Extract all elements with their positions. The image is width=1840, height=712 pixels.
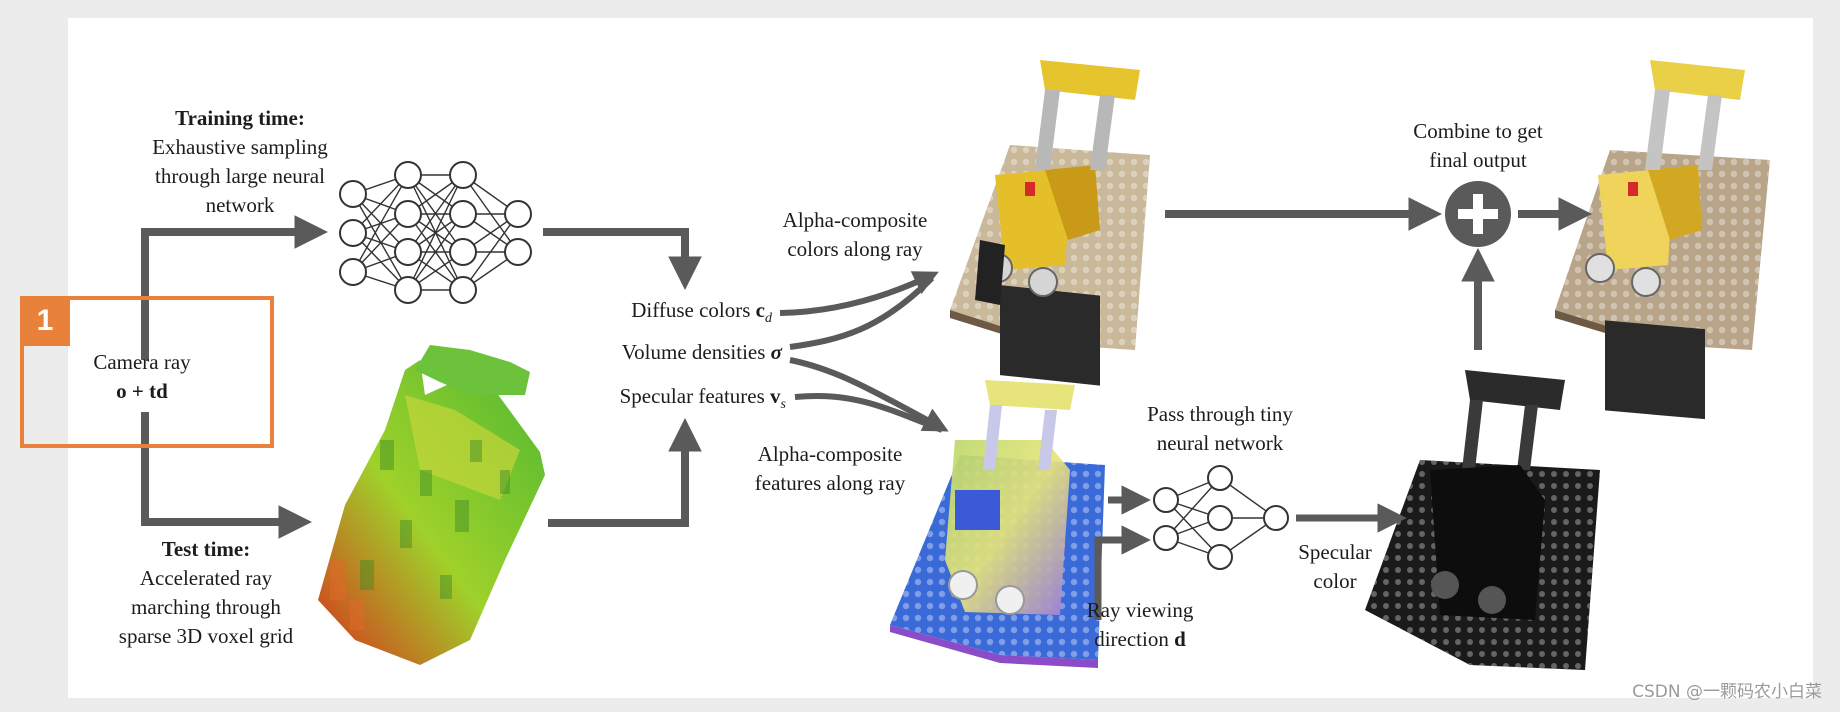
training-line-3: network xyxy=(205,193,275,217)
specular-features-image xyxy=(890,380,1105,668)
test-line-1: Accelerated ray xyxy=(139,566,273,590)
alpha-colors-line-2: colors along ray xyxy=(787,237,923,261)
volume-densities-label: Volume densities σ xyxy=(560,338,782,367)
alpha-features-line-1: Alpha-composite xyxy=(757,442,903,466)
diffuse-render-image xyxy=(950,60,1150,386)
diffuse-colors-label: Diffuse colors cd xyxy=(560,296,772,333)
feature-input-arrows xyxy=(543,228,702,527)
spec-color-line-1: Specular xyxy=(1298,540,1372,564)
test-line-3: sparse 3D voxel grid xyxy=(118,624,294,648)
specular-text: Specular features xyxy=(619,384,765,408)
training-title: Training time: xyxy=(175,106,305,130)
top-to-combine-arrow xyxy=(1165,197,1593,350)
alpha-composite-colors-label: Alpha-composite colors along ray xyxy=(760,206,950,264)
camera-ray-line-1: Camera ray xyxy=(93,350,191,374)
combine-label: Combine to get final output xyxy=(1378,117,1578,175)
step-badge: 1 xyxy=(20,296,70,346)
training-line-1: Exhaustive sampling xyxy=(152,135,328,159)
density-text: Volume densities xyxy=(621,340,766,364)
camera-ray-formula: o + td xyxy=(116,379,168,403)
test-title: Test time: xyxy=(161,537,251,561)
tiny-net-line-1: Pass through tiny xyxy=(1147,402,1293,426)
test-time-label: Test time: Accelerated ray marching thro… xyxy=(96,535,316,651)
specular-symbol: v xyxy=(770,384,781,408)
view-dir-line-2: direction xyxy=(1094,627,1169,651)
camera-ray-label: Camera ray o + td xyxy=(62,348,222,406)
specular-subscript: s xyxy=(780,397,786,413)
specular-features-label: Specular features vs xyxy=(560,382,786,419)
large-neural-network xyxy=(339,161,532,304)
combine-plus-icon xyxy=(1445,181,1511,247)
density-symbol: σ xyxy=(770,340,782,364)
diffuse-subscript: d xyxy=(765,311,772,327)
specular-color-label: Specular color xyxy=(1285,538,1385,596)
alpha-composite-features-label: Alpha-composite features along ray xyxy=(730,440,930,498)
view-dir-symbol: d xyxy=(1174,627,1186,651)
tiny-neural-network xyxy=(1094,465,1407,620)
test-line-2: marching through xyxy=(131,595,281,619)
combine-line-2: final output xyxy=(1429,148,1527,172)
alpha-features-line-2: features along ray xyxy=(754,471,906,495)
specular-color-image xyxy=(1365,370,1600,670)
watermark: CSDN @一颗码农小白菜 xyxy=(1632,682,1822,702)
training-time-label: Training time: Exhaustive sampling throu… xyxy=(120,104,360,220)
final-output-image xyxy=(1555,60,1770,420)
view-dir-line-1: Ray viewing xyxy=(1086,598,1194,622)
tiny-network-label: Pass through tiny neural network xyxy=(1120,400,1320,458)
training-line-2: through large neural xyxy=(155,164,325,188)
camera-ray-highlight-box xyxy=(20,296,274,448)
view-direction-label: Ray viewing direction d xyxy=(1065,596,1215,654)
sparse-voxel-grid-image xyxy=(318,345,545,665)
spec-color-line-2: color xyxy=(1313,569,1357,593)
camera-branch-arrows xyxy=(141,215,329,539)
combine-line-1: Combine to get xyxy=(1413,119,1543,143)
alpha-colors-line-1: Alpha-composite xyxy=(782,208,928,232)
diffuse-text: Diffuse colors xyxy=(631,298,751,322)
diffuse-symbol: c xyxy=(755,298,765,322)
composite-arrows xyxy=(779,271,949,433)
tiny-net-line-2: neural network xyxy=(1156,431,1284,455)
